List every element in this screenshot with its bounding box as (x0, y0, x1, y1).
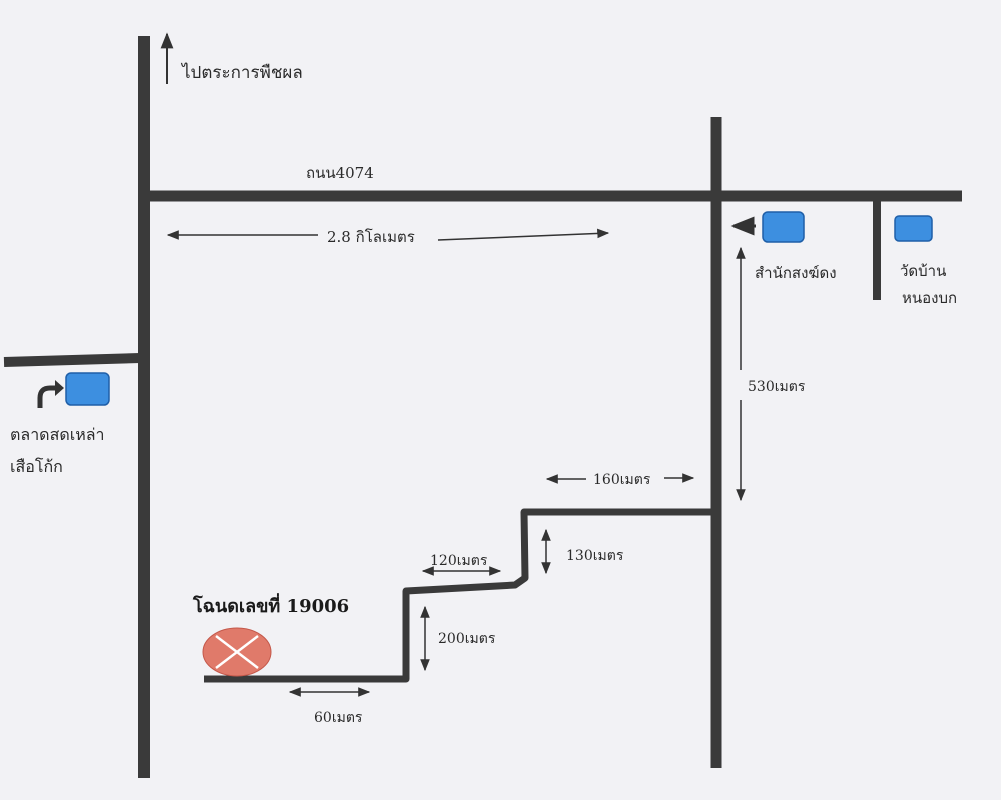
road-to-plot (204, 508, 716, 683)
road-market-branch (3, 353, 141, 367)
dist-160-label: 160เมตร (593, 472, 651, 488)
dist-120-label: 120เมตร (430, 553, 488, 569)
dist-60-label: 60เมตร (314, 710, 363, 726)
dist-130-label: 130เมตร (566, 548, 624, 564)
temple-label-line2: หนองบก (902, 289, 957, 307)
market-turn-arrowhead (55, 380, 64, 396)
market-turn-right-arrow-icon (37, 385, 56, 408)
plot-crossed-ellipse-icon (202, 627, 272, 677)
dist-200-label: 200เมตร (438, 631, 496, 647)
distance-main-label: 2.8 กิโลเมตร (327, 228, 415, 246)
plot-title: โฉนดเลขที่ 19006 (192, 593, 349, 617)
office-label: สำนักสงฆ์ดง (755, 264, 837, 282)
road-name-label: ถนน4074 (306, 164, 374, 182)
office-building-square-icon (762, 211, 805, 243)
market-label-line2: เสือโก้ก (10, 457, 63, 476)
dist-530-label: 530เมตร (748, 379, 806, 395)
to-town-label: ไปตระการพืชผล (180, 62, 303, 83)
market-label-line1: ตลาดสดเหล่า (10, 425, 105, 444)
distance-arrow-right-icon (437, 228, 610, 241)
roads (3, 36, 962, 778)
temple-building-square-icon (894, 215, 933, 242)
temple-label-line1: วัดบ้าน (900, 262, 946, 280)
market-building-square-icon (65, 372, 110, 406)
